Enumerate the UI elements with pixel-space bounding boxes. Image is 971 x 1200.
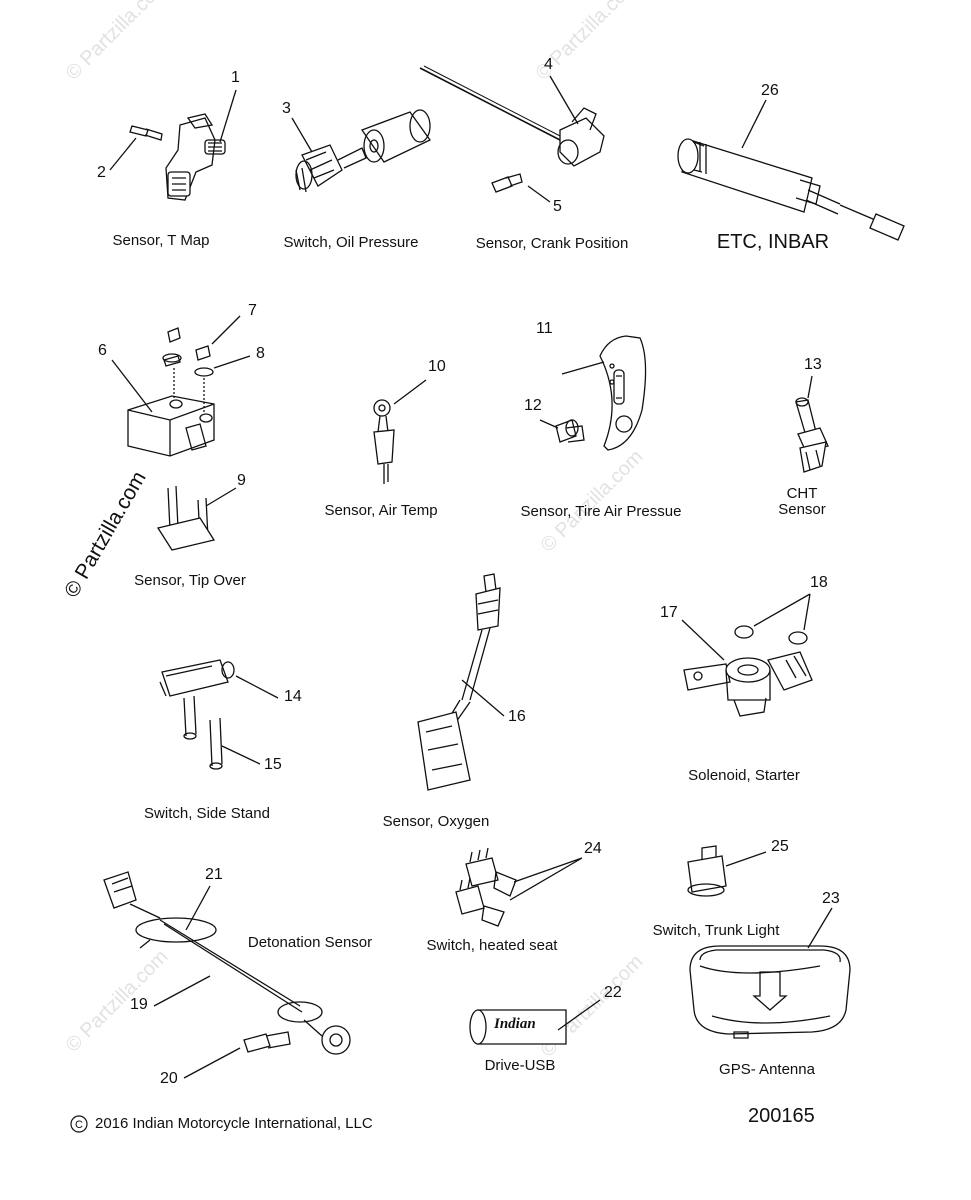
air-temp-sensor-drawing [374,380,426,484]
tip-over-sensor-drawing [112,316,250,550]
callout-5: 5 [553,198,562,215]
trunk-light-switch-drawing [688,846,766,896]
caption-solenoid-starter: Solenoid, Starter [688,767,800,784]
callout-8: 8 [256,345,265,362]
tire-pressure-sensor-drawing [540,336,646,450]
caption-switch-trunk-light: Switch, Trunk Light [652,922,780,939]
callout-25: 25 [771,838,789,855]
caption-gps-antenna: GPS- Antenna [719,1061,815,1078]
caption-sensor-crank-position: Sensor, Crank Position [475,235,629,252]
callout-10: 10 [428,358,446,375]
callout-1: 1 [231,69,240,86]
usb-drive-drawing [470,1000,600,1044]
side-stand-switch-drawing [160,660,278,769]
caption-switch-heated-seat: Switch, heated seat [426,937,558,954]
cht-sensor-drawing [796,376,828,472]
callout-2: 2 [97,164,106,181]
starter-solenoid-drawing [682,594,812,716]
callout-12: 12 [524,397,542,414]
caption-cht-sensor-line1: CHT [786,485,818,502]
callout-6: 6 [98,342,107,359]
caption-sensor-oxygen: Sensor, Oxygen [382,813,490,830]
callout-20: 20 [160,1070,178,1087]
callout-17: 17 [660,604,678,621]
oxygen-sensor-drawing [418,574,504,790]
caption-cht-sensor-line2: Sensor [778,501,826,518]
callout-11: 11 [536,320,553,337]
callout-18: 18 [810,574,828,591]
diagram-number: 200165 [748,1105,815,1127]
callout-22: 22 [604,984,622,1001]
copyright-text: 2016 Indian Motorcycle International, LL… [95,1115,373,1132]
caption-etc-inbar: ETC, INBAR [716,231,830,253]
caption-sensor-tip-over: Sensor, Tip Over [134,572,246,589]
t-map-sensor-drawing [110,90,236,200]
callout-14: 14 [284,688,302,705]
callout-24: 24 [584,840,602,857]
etc-inbar-drawing [678,100,904,240]
oil-pressure-switch-drawing [292,110,430,192]
callout-7: 7 [248,302,257,319]
callout-4: 4 [544,56,553,73]
callout-9: 9 [237,472,246,489]
caption-detonation-sensor: Detonation Sensor [247,934,373,951]
callout-19: 19 [130,996,148,1013]
caption-sensor-air-temp: Sensor, Air Temp [324,502,438,519]
crank-position-sensor-drawing [420,66,604,202]
callout-21: 21 [205,866,223,883]
svg-text:C: C [75,1119,83,1131]
caption-switch-oil-pressure: Switch, Oil Pressure [283,234,419,251]
caption-switch-side-stand: Switch, Side Stand [144,805,270,822]
callout-16: 16 [508,708,526,725]
caption-sensor-t-map: Sensor, T Map [112,232,210,249]
gps-antenna-drawing [690,908,850,1038]
callout-23: 23 [822,890,840,907]
callout-13: 13 [804,356,822,373]
usb-logo-text: Indian [494,1016,536,1032]
copyright-icon [71,1116,87,1132]
callout-3: 3 [282,100,291,117]
caption-sensor-tire-air-pressure: Sensor, Tire Air Pressue [520,503,682,520]
detonation-sensor-drawing [104,872,350,1078]
callout-15: 15 [264,756,282,773]
caption-drive-usb: Drive-USB [484,1057,556,1074]
heated-seat-switch-drawing [456,848,582,926]
callout-26: 26 [761,82,779,99]
